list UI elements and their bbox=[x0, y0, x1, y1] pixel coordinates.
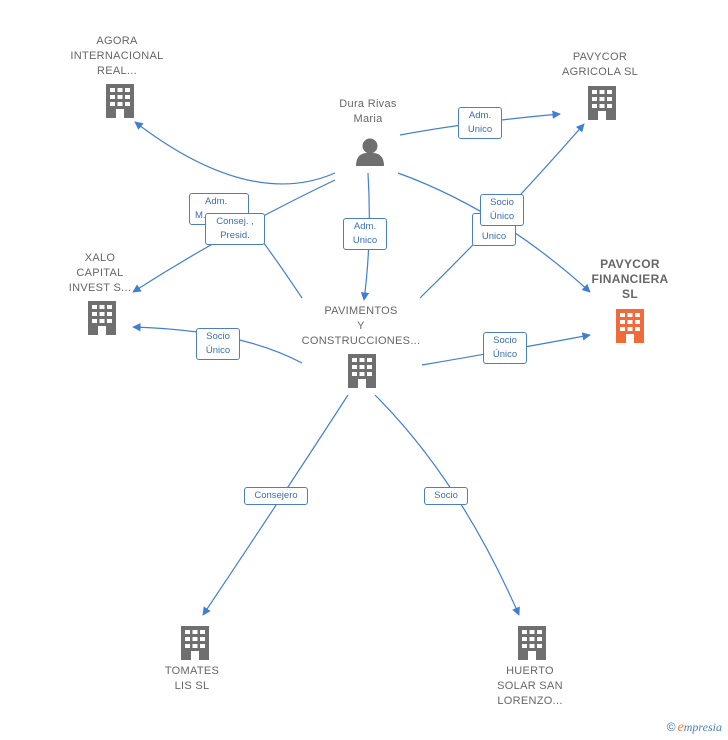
edge-person-agora bbox=[134, 121, 336, 185]
building-icon-tomates bbox=[181, 626, 209, 660]
building-icon-agricola bbox=[588, 86, 616, 120]
brand-logo[interactable]: ©empresia bbox=[666, 720, 722, 735]
node-label-person[interactable]: Dura Rivas Maria bbox=[339, 98, 397, 125]
person-icon bbox=[356, 138, 384, 166]
edge-label-socio-unico-agricola[interactable]: Socio Único bbox=[480, 194, 524, 226]
node-label-xalo[interactable]: XALO CAPITAL INVEST S... bbox=[68, 252, 132, 294]
node-label-financiera[interactable]: PAVYCOR FINANCIERA SL bbox=[591, 257, 669, 301]
edge-label-socio-unico-financiera[interactable]: Socio Único bbox=[483, 332, 527, 364]
building-icon-agora bbox=[106, 84, 134, 118]
building-icon-xalo bbox=[88, 301, 116, 335]
node-label-tomates[interactable]: TOMATES LIS SL bbox=[164, 665, 220, 692]
edge-label-consej-presid[interactable]: Consej. , Presid. bbox=[205, 213, 265, 245]
edge-label-adm-unico-pavimentos[interactable]: Adm. Unico bbox=[343, 218, 387, 250]
edge-label-socio-unico-xalo[interactable]: Socio Único bbox=[196, 328, 240, 360]
node-label-agora[interactable]: AGORA INTERNACIONAL REAL... bbox=[70, 35, 164, 77]
copyright-icon: © bbox=[666, 720, 676, 734]
edge-label-adm-unico-agricola[interactable]: Adm. Unico bbox=[458, 107, 502, 139]
building-icon-financiera bbox=[616, 309, 644, 343]
node-label-pavimentos[interactable]: PAVIMENTOS Y CONSTRUCCIONES... bbox=[301, 305, 421, 347]
edge-label-socio[interactable]: Socio bbox=[424, 487, 468, 505]
node-label-agricola[interactable]: PAVYCOR AGRICOLA SL bbox=[561, 51, 639, 78]
building-icon-huerto bbox=[518, 626, 546, 660]
building-icon-pavimentos bbox=[348, 354, 376, 388]
node-label-huerto[interactable]: HUERTO SOLAR SAN LORENZO... bbox=[497, 665, 563, 707]
edge-pav-huerto bbox=[374, 394, 520, 616]
edge-label-consejero[interactable]: Consejero bbox=[244, 487, 308, 505]
edge-pav-tomates bbox=[202, 394, 349, 616]
